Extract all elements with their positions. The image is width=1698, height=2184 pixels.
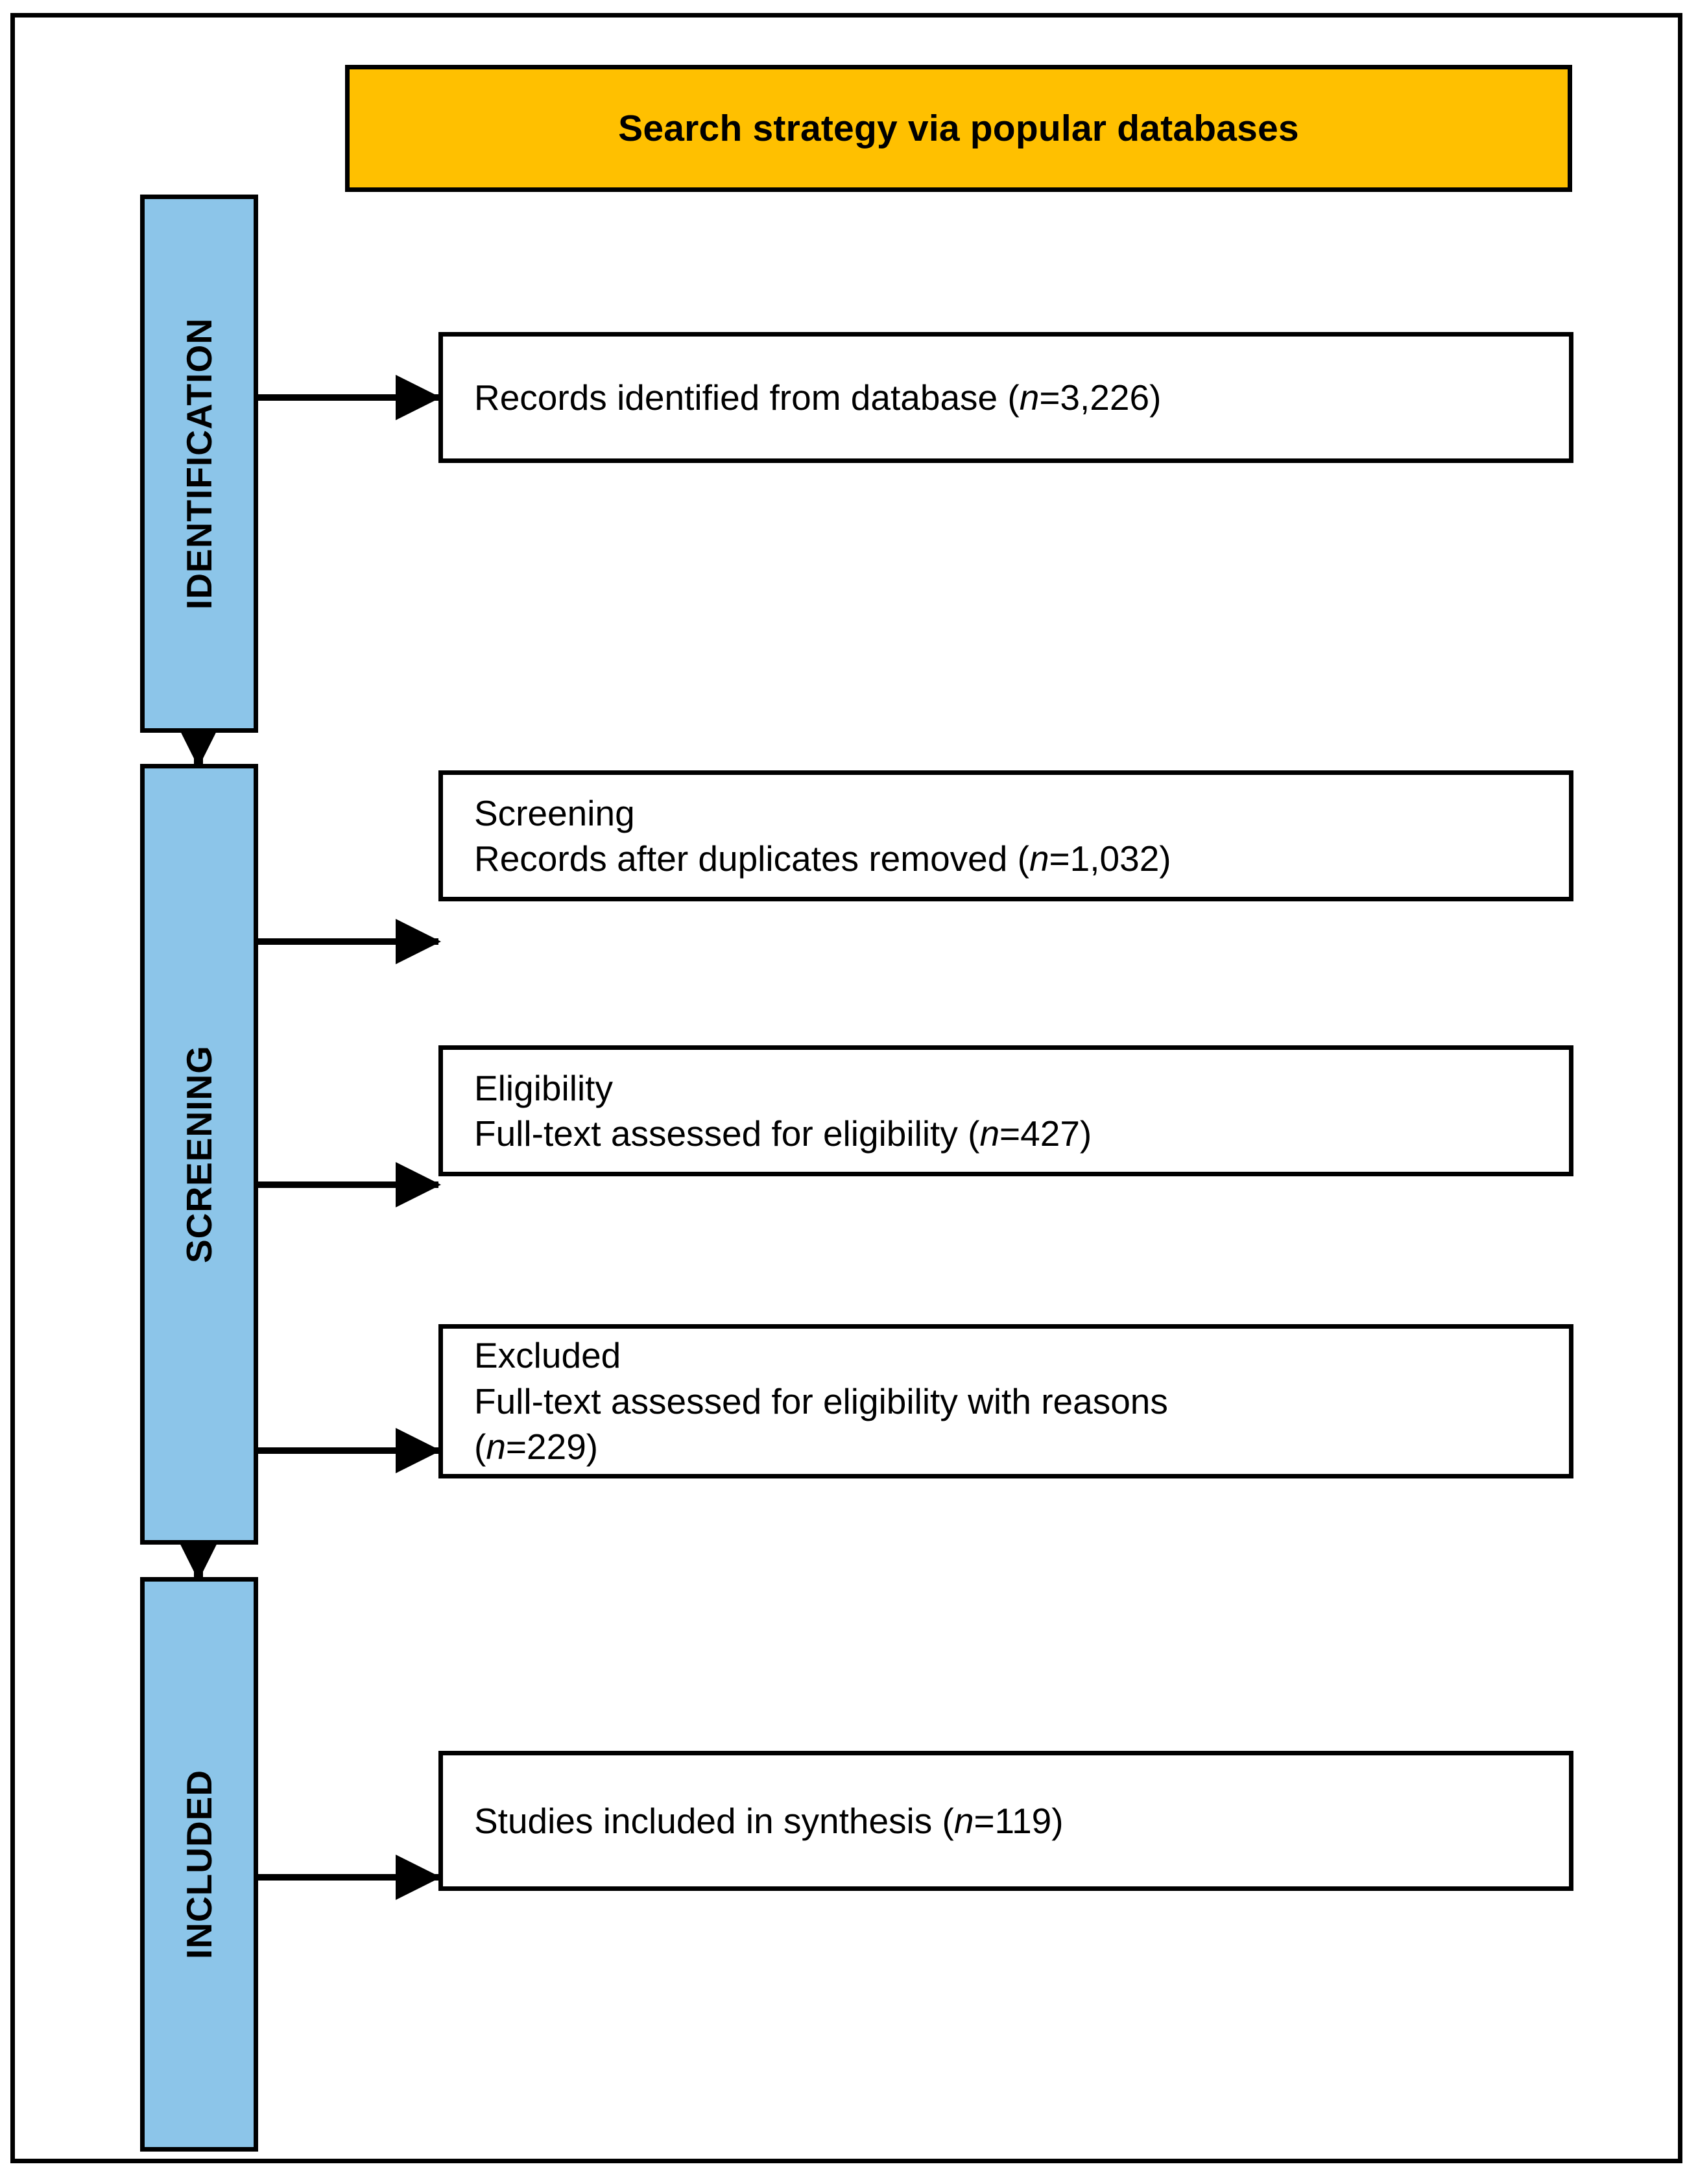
box-line: Studies included in synthesis (n=119) — [474, 1798, 1551, 1844]
box-line: Excluded — [474, 1333, 1551, 1378]
box-line-italic: n — [1029, 838, 1049, 879]
box-line: (n=229) — [474, 1424, 1551, 1469]
box-full-text-eligibility: Eligibility Full-text assessed for eligi… — [438, 1045, 1573, 1176]
stage-label-included: INCLUDED — [179, 1769, 220, 1960]
box-records-after-duplicates: Screening Records after duplicates remov… — [438, 770, 1573, 901]
box-line-pre: Records identified from database ( — [474, 377, 1020, 418]
box-line-post: =427) — [999, 1113, 1092, 1154]
box-excluded-with-reasons: Excluded Full-text assessed for eligibil… — [438, 1324, 1573, 1478]
box-studies-included: Studies included in synthesis (n=119) — [438, 1751, 1573, 1891]
box-line-post: =3,226) — [1039, 377, 1162, 418]
banner-search-strategy: Search strategy via popular databases — [345, 65, 1572, 192]
box-line-post: =119) — [974, 1800, 1064, 1841]
box-records-identified: Records identified from database (n=3,22… — [438, 332, 1573, 463]
box-line: Records identified from database (n=3,22… — [474, 375, 1551, 420]
box-line: Full-text assessed for eligibility (n=42… — [474, 1111, 1551, 1156]
box-line-pre: ( — [474, 1427, 486, 1467]
box-line-post: =229) — [505, 1427, 599, 1467]
stage-bar-identification: IDENTIFICATION — [140, 195, 258, 733]
box-line-pre: Records after duplicates removed ( — [474, 838, 1029, 879]
stage-label-screening: SCREENING — [179, 1045, 219, 1263]
box-line: Records after duplicates removed (n=1,03… — [474, 836, 1551, 881]
box-line-pre: Full-text assessed for eligibility ( — [474, 1113, 980, 1154]
box-line-pre: Screening — [474, 792, 635, 833]
stage-label-identification: IDENTIFICATION — [179, 318, 219, 610]
box-line-italic: n — [979, 1113, 1000, 1154]
box-line-italic: n — [486, 1427, 506, 1467]
stage-bar-included: INCLUDED — [140, 1577, 258, 2152]
box-line-pre: Eligibility — [474, 1067, 613, 1108]
box-line: Full-text assessed for eligibility with … — [474, 1379, 1551, 1424]
banner-title: Search strategy via popular databases — [618, 107, 1299, 149]
stage-bar-screening: SCREENING — [140, 764, 258, 1545]
box-line: Screening — [474, 790, 1551, 836]
box-line-pre: Studies included in synthesis ( — [474, 1800, 954, 1841]
box-line-italic: n — [953, 1800, 974, 1841]
box-line-post: =1,032) — [1049, 838, 1171, 879]
box-line-pre: Excluded — [474, 1335, 621, 1376]
box-line-pre: Full-text assessed for eligibility with … — [474, 1381, 1168, 1421]
box-line: Eligibility — [474, 1065, 1551, 1111]
box-line-italic: n — [1019, 377, 1040, 418]
